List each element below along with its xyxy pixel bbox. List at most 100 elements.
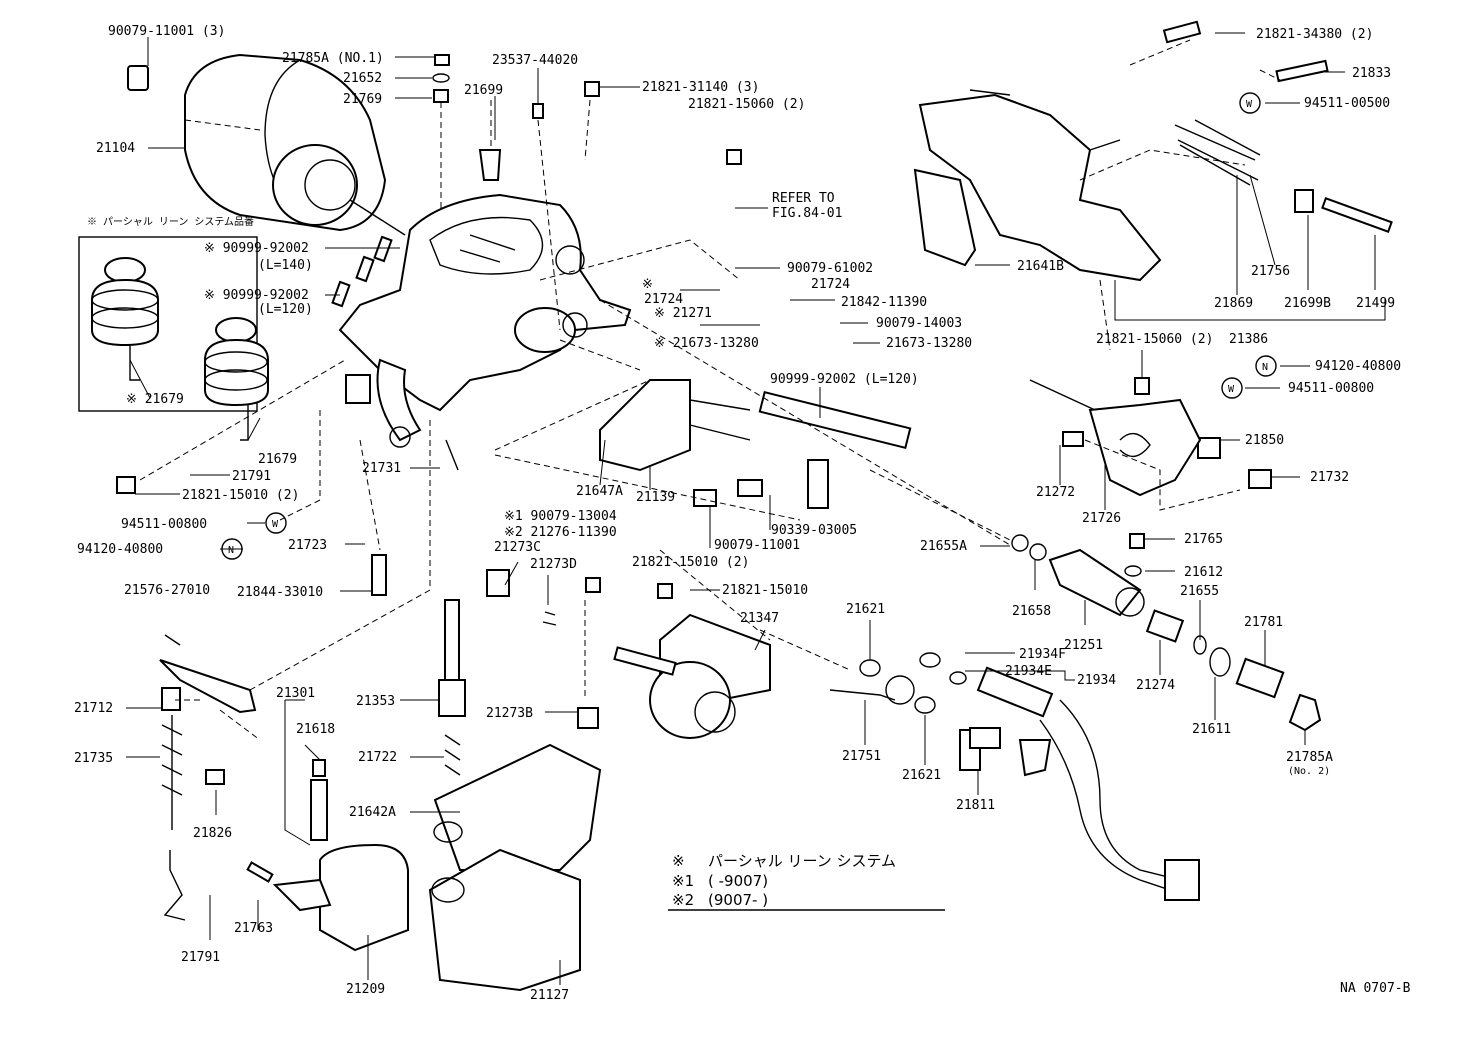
throttle-lever-assembly [1029, 379, 1202, 497]
label-p55: 21821-34380 (2) [1256, 27, 1373, 42]
label-p85: 21751 [842, 749, 881, 764]
label-p33: 21127 [530, 988, 569, 1003]
label-p35: 21273D [530, 557, 577, 572]
valve-assembly [1011, 534, 1322, 732]
label-p44: 21821-15010 [722, 583, 808, 598]
leader-lines [126, 32, 1386, 985]
label-p31: 21722 [358, 750, 397, 765]
label-p58: 21641B [1017, 259, 1064, 274]
label-p26: 21763 [234, 921, 273, 936]
washer-badge-2: W [1239, 92, 1261, 114]
label-p12: ※ 21679 [126, 392, 184, 407]
nut-badge-1: N [221, 538, 243, 560]
label-p2: 21785A (NO.1) [282, 51, 384, 66]
lever-part [159, 634, 257, 714]
svg-text:W: W [272, 519, 279, 530]
label-p47b: 21724 [644, 292, 683, 307]
label-p47: ※ [642, 277, 653, 292]
label-p10b: (L=140) [258, 258, 313, 273]
label-p51: 90079-14003 [876, 316, 962, 331]
bracket-part [599, 379, 751, 472]
svg-text:W: W [1246, 99, 1253, 110]
inset-title: ※ パーシャル リーン システム品番 [87, 216, 254, 228]
label-p40: 21139 [636, 490, 675, 505]
label-p42: 90079-11001 [714, 538, 800, 553]
label-p83: 21934E [1005, 664, 1052, 679]
inset-diaphragm-part [91, 257, 159, 381]
label-p34: 21273C [494, 540, 541, 555]
label-p70: 21726 [1082, 511, 1121, 526]
label-p11: ※ 90999-92002 [204, 288, 309, 303]
label-p4: 21769 [343, 92, 382, 107]
washer-badge-1: W [265, 512, 287, 534]
label-p27: 21209 [346, 982, 385, 997]
label-p7: 21821-31140 (3) [642, 80, 759, 95]
label-p81: 21621 [846, 602, 885, 617]
label-p86: 21621 [902, 768, 941, 783]
label-p79: 21611 [1192, 722, 1231, 737]
label-p6: 23537-44020 [492, 53, 578, 68]
carburetor-body [338, 193, 632, 448]
legend-text-2: ( -9007) [708, 872, 768, 890]
label-p69: 21272 [1036, 485, 1075, 500]
motor-part [127, 53, 406, 236]
legend-mark-1: ※ [672, 852, 685, 870]
svg-text:W: W [1228, 384, 1235, 395]
label-p87: 21811 [956, 798, 995, 813]
label-p30: 21353 [356, 694, 395, 709]
label-p16: 94511-00800 [121, 517, 207, 532]
label-p73: 21655 [1180, 584, 1219, 599]
label-p80: 21785A [1286, 750, 1333, 765]
label-p59: 21756 [1251, 264, 1290, 279]
label-p23: 21735 [74, 751, 113, 766]
label-p77: 21274 [1136, 678, 1175, 693]
diaphragm-part [204, 317, 269, 441]
label-p68: 21732 [1310, 470, 1349, 485]
reference-note-line2: FIG.84-01 [772, 206, 842, 221]
label-p84: 21934 [1077, 673, 1116, 688]
label-p75: 21658 [1012, 604, 1051, 619]
label-p76: 21251 [1064, 638, 1103, 653]
label-p18: 21731 [362, 461, 401, 476]
nut-badge-2: N [1255, 355, 1277, 377]
label-p38: ※2 21276-11390 [504, 525, 617, 540]
label-p74: 21655A [920, 539, 967, 554]
label-p5: 21699 [464, 83, 503, 98]
label-p66: 94511-00800 [1288, 381, 1374, 396]
label-p71: 21765 [1184, 532, 1223, 547]
label-p61: 21699B [1284, 296, 1331, 311]
label-p22: 21712 [74, 701, 113, 716]
linkage-assembly [913, 89, 1261, 282]
wiring-harness [829, 652, 1200, 901]
reference-note-line1: REFER TO [772, 191, 835, 206]
label-p8: 21821-15060 (2) [688, 97, 805, 112]
part-labels: 90079-11001 (3) 21785A (NO.1) 21652 2176… [74, 24, 1401, 1003]
label-p60: 21869 [1214, 296, 1253, 311]
label-p39: 21647A [576, 484, 623, 499]
label-p25: 21791 [181, 950, 220, 965]
label-p20: 21844-33010 [237, 585, 323, 600]
label-p1: 90079-11001 (3) [108, 24, 225, 39]
legend-text-1: パーシャル リーン システム [708, 852, 896, 870]
label-p46: 90079-61002 [787, 261, 873, 276]
label-p48: 21724 [811, 277, 850, 292]
label-p41: 21821-15010 (2) [632, 555, 749, 570]
label-p36: 21273B [486, 706, 533, 721]
label-p37: ※1 90079-13004 [504, 509, 617, 524]
label-p14: 21791 [232, 469, 271, 484]
label-p11b: (L=120) [258, 302, 313, 317]
label-p49: 21842-11390 [841, 295, 927, 310]
long-hose [758, 390, 912, 450]
svg-text:N: N [228, 545, 234, 556]
label-p67: 21850 [1245, 433, 1284, 448]
svg-text:N: N [1262, 362, 1268, 373]
label-p52: ※ 21673-13280 [654, 336, 759, 351]
label-p63: 21386 [1229, 332, 1268, 347]
label-p3: 21652 [343, 71, 382, 86]
diagram-code: NA 0707-B [1340, 981, 1411, 996]
label-p43: 90339-03005 [771, 523, 857, 538]
label-p54: 90999-92002 (L=120) [770, 372, 919, 387]
label-p10: ※ 90999-92002 [204, 241, 309, 256]
label-p21: 21576-27010 [124, 583, 210, 598]
